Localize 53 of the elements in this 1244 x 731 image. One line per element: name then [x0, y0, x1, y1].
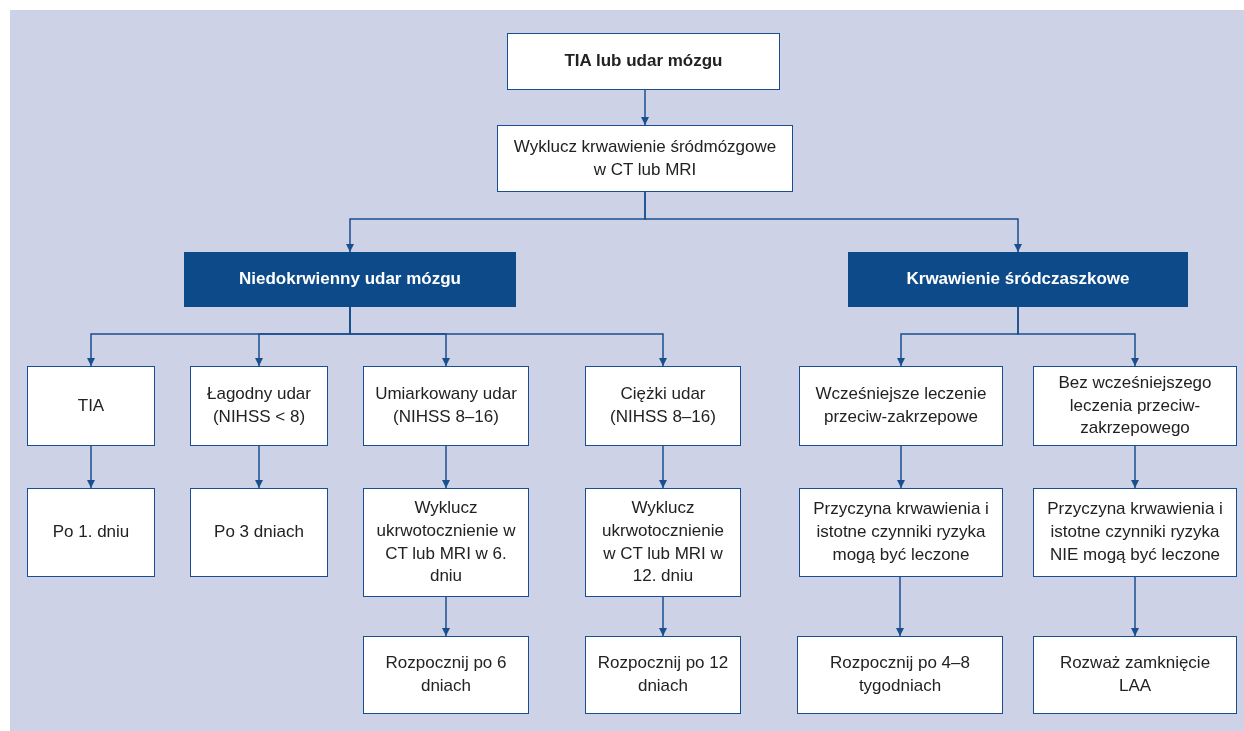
process-box	[363, 488, 529, 597]
process-box	[1033, 488, 1237, 577]
box-label: Wyklucz krwawienie śródmózgowe w CT lub MRI	[512, 135, 778, 181]
arrow	[442, 596, 450, 637]
box-label: Krwawienie śródczaszkowe	[906, 268, 1130, 291]
process-box	[1033, 366, 1237, 446]
box-label: Rozpocznij po 12 dniach	[596, 652, 730, 697]
box-label: Przyczyna krwawienia i istotne czynniki ryzyka mogą być leczone	[812, 498, 990, 566]
arrow	[896, 576, 904, 637]
arrow	[897, 445, 905, 489]
arrow	[1017, 306, 1139, 367]
box-label: Ciężki udar (NIHSS 8–16)	[609, 383, 717, 428]
box-label: Wyklucz ukrwotocznienie w CT lub MRI w 6. dniu	[375, 496, 517, 588]
arrow	[255, 445, 263, 489]
arrow	[644, 191, 1022, 253]
process-box	[585, 636, 741, 714]
arrow	[659, 596, 667, 637]
arrow	[659, 445, 667, 489]
category-box	[848, 252, 1188, 307]
box-label: Umiarkowany udar (NIHSS 8–16)	[374, 383, 518, 428]
process-box	[190, 488, 328, 577]
box-label: Przyczyna krwawienia i istotne czynniki ryzyka NIE mogą być leczone	[1046, 498, 1224, 566]
box-label: Bez wcześniejszego leczenia przeciw-zakrzepowego	[1057, 371, 1213, 440]
process-box	[190, 366, 328, 446]
category-box	[184, 252, 516, 307]
box-label: Rozważ zamknięcie LAA	[1058, 652, 1212, 697]
process-box	[797, 636, 1003, 714]
box-label: Rozpocznij po 4–8 tygodniach	[829, 652, 971, 697]
box-label: Wcześniejsze leczenie przeciw-zakrzepowe	[814, 383, 988, 428]
box-label: TIA lub udar mózgu	[564, 50, 723, 73]
box-label: Rozpocznij po 6 dniach	[384, 652, 508, 697]
process-box	[497, 125, 793, 192]
box-label: Po 1. dniu	[52, 521, 130, 544]
process-box	[799, 366, 1003, 446]
process-box	[363, 636, 529, 714]
box-label: Łagodny udar (NIHSS < 8)	[206, 383, 312, 428]
process-box	[27, 366, 155, 446]
box-label: TIA	[77, 394, 105, 417]
process-box	[585, 366, 741, 446]
box-label: Niedokrwienny udar mózgu	[239, 268, 461, 291]
process-box	[363, 366, 529, 446]
process-box	[799, 488, 1003, 577]
process-box	[585, 488, 741, 597]
process-box	[507, 33, 780, 90]
box-label: Wyklucz ukrwotocznienie w CT lub MRI w 12. dniu	[601, 496, 725, 588]
process-box	[1033, 636, 1237, 714]
box-label: Po 3 dniach	[214, 521, 304, 544]
process-box	[27, 488, 155, 577]
arrow	[1131, 445, 1139, 489]
arrow	[87, 445, 95, 489]
arrow	[1131, 576, 1139, 637]
arrow	[442, 445, 450, 489]
arrow	[641, 89, 649, 126]
